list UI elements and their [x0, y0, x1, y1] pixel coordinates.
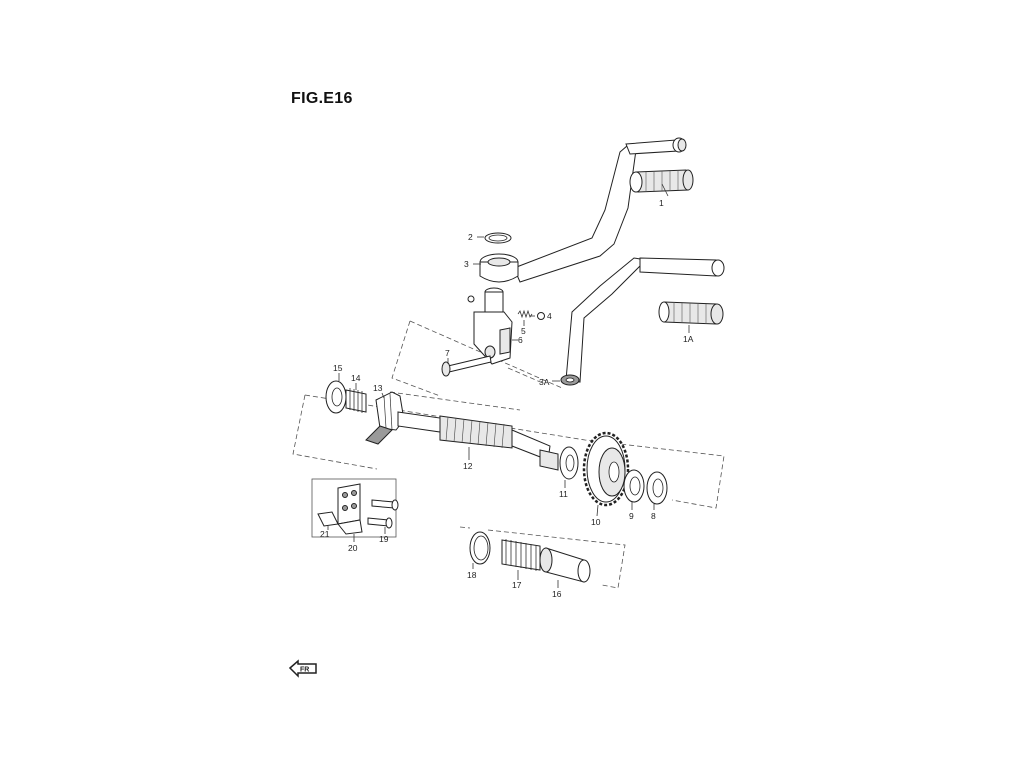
washer-11 [559, 446, 579, 480]
guide-plate-20 [337, 483, 363, 535]
label-part-3a: 3A [539, 377, 550, 387]
label-part-6: 6 [518, 335, 523, 345]
label-part-1a: 1A [683, 334, 694, 344]
label-part-14: 14 [351, 373, 361, 383]
ratchet-13 [365, 391, 405, 445]
label-part-15: 15 [333, 363, 343, 373]
washer-8 [646, 471, 668, 505]
label-part-3: 3 [464, 259, 469, 269]
label-part-8: 8 [651, 511, 656, 521]
detent-spring-5 [517, 309, 533, 319]
washer-15 [325, 380, 347, 414]
kick-lever-arm [513, 137, 687, 283]
label-part-4: 4 [547, 311, 552, 321]
label-part-9: 9 [629, 511, 634, 521]
washer-9 [623, 469, 645, 503]
label-part-2: 2 [468, 232, 473, 242]
kick-grip-1 [629, 169, 694, 193]
stopper-plate-21 [317, 511, 339, 527]
group-outline-spring-set [459, 526, 626, 589]
label-part-5: 5 [521, 326, 526, 336]
label-part-7: 7 [445, 348, 450, 358]
return-spring-17 [501, 539, 541, 571]
circlip-18 [469, 531, 491, 565]
kick-gear-10 [582, 431, 630, 507]
detent-ball-4 [537, 312, 545, 320]
label-part-12: 12 [463, 461, 473, 471]
label-part-21: 21 [320, 529, 330, 539]
bolt-19-upper [371, 499, 399, 511]
label-part-19: 19 [379, 534, 389, 544]
kick-lever-alt-arm [560, 257, 725, 386]
pinch-bolt-7 [441, 355, 492, 377]
label-part-13: 13 [373, 383, 383, 393]
kick-lever-boss [479, 253, 519, 283]
kick-shaft-12 [397, 411, 559, 471]
kick-grip-1a [658, 301, 724, 325]
front-arrow-text: FR [300, 667, 309, 674]
group-outline-shaft-assembly [292, 391, 725, 509]
label-part-11: 11 [559, 489, 568, 499]
small-ball-marker [467, 295, 475, 303]
circlip-2 [484, 232, 512, 244]
front-direction-arrow-icon: FR [288, 659, 317, 678]
label-part-17: 17 [512, 580, 522, 590]
label-part-16: 16 [552, 589, 562, 599]
spring-collar-16 [539, 547, 591, 583]
spring-14 [345, 388, 367, 413]
label-part-1: 1 [659, 198, 664, 208]
figure-title: FIG.E16 [291, 90, 353, 107]
label-part-18: 18 [467, 570, 477, 580]
leader-lines [327, 183, 690, 588]
bolt-19-lower [367, 517, 393, 529]
label-part-20: 20 [348, 543, 358, 553]
label-part-10: 10 [591, 517, 601, 527]
kick-boss-6 [473, 287, 513, 365]
